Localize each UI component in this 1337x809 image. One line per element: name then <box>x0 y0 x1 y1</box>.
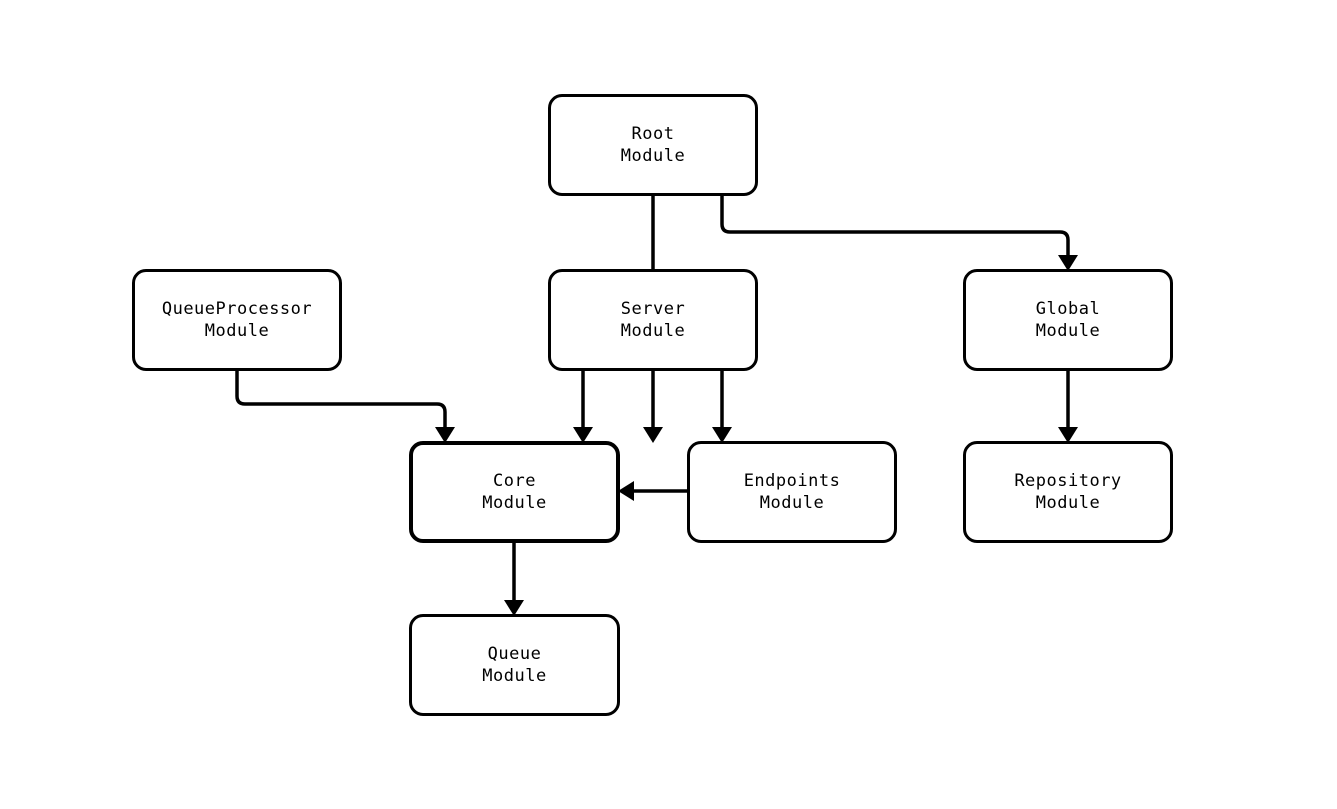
node-label-line1: Repository <box>1014 471 1122 491</box>
node-label-line2: Module <box>482 493 547 513</box>
edge-queueprocessor-core <box>235 371 447 427</box>
node-label-line2: Module <box>1035 321 1101 341</box>
arrowhead-server-endpoints <box>712 427 732 443</box>
node-label-line2: Module <box>482 666 547 686</box>
arrowhead-root-global <box>1058 255 1078 271</box>
arrowhead-core-queue <box>504 600 524 616</box>
edge-root-global <box>720 196 1070 255</box>
edges-group <box>235 196 1078 616</box>
node-label-line2: Module <box>759 493 825 513</box>
arrowhead-root-server <box>643 427 663 443</box>
node-label-line1: Root <box>631 124 675 144</box>
arrowhead-global-repository <box>1058 427 1078 443</box>
arrowhead-queueprocessor-core <box>435 427 455 443</box>
node-label-line2: Module <box>620 146 686 166</box>
node-label-line1: QueueProcessor <box>161 299 313 319</box>
node-label-line1: Server <box>620 299 686 319</box>
node-label-line1: Core <box>493 471 536 491</box>
arrowhead-server-core <box>573 427 593 443</box>
node-label-line2: Module <box>204 321 270 341</box>
node-label-line2: Module <box>1035 493 1101 513</box>
arrowhead-endpoints-core <box>618 481 634 501</box>
node-label-line2: Module <box>620 321 686 341</box>
node-label-line1: Queue <box>487 644 542 664</box>
node-label-line1: Endpoints <box>743 471 841 491</box>
node-label-line1: Global <box>1035 299 1101 319</box>
